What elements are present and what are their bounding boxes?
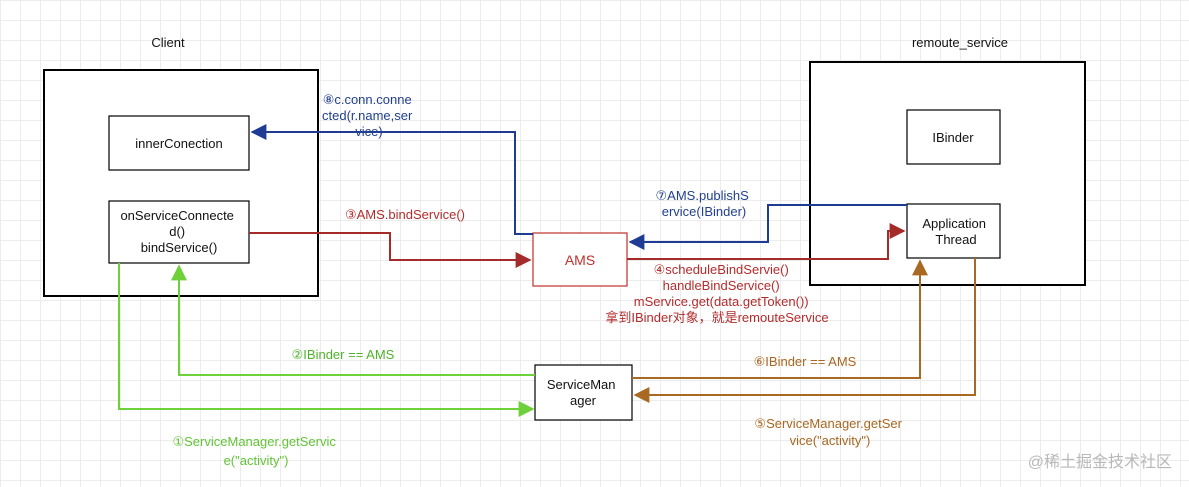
edge-step7-label-line-1: ⑦AMS.publishS <box>656 188 750 203</box>
edge-step7-label: ⑦AMS.publishS ervice(IBinder) <box>656 188 753 219</box>
edge-step4-arrow <box>627 223 906 260</box>
client-title: Client <box>151 35 185 50</box>
remote-service-title: remoute_service <box>912 35 1008 50</box>
ibinder-label: IBinder <box>932 130 974 145</box>
edge-step1-arrow <box>118 263 535 417</box>
ibinder-box <box>906 109 1001 165</box>
edge-step7-arrow <box>628 204 907 250</box>
edge-step8-label-line-1: ⑧c.conn.conne <box>323 92 412 107</box>
edge-step3-arrow <box>249 232 532 268</box>
edge-step8-label: ⑧c.conn.conne cted(r.name,ser vice) <box>322 92 416 139</box>
edge-step6-label: ⑥IBinder == AMS <box>754 354 857 369</box>
edge-step3-label: ③AMS.bindService() <box>345 207 465 222</box>
edge-step8-label-line-2: cted(r.name,ser <box>322 108 413 123</box>
edge-step5-label-line-2: vice("activity") <box>790 433 871 448</box>
on-service-connected-line-3: bindService() <box>141 240 218 255</box>
ams-box <box>532 232 628 287</box>
edge-step4-label-line-4: 拿到IBinder对象，就是remouteService <box>605 310 828 325</box>
service-manager-line-2: ager <box>570 393 597 408</box>
edge-step8-arrow <box>250 124 533 235</box>
edge-step5-label-line-1: ⑤ServiceManager.getSer <box>754 416 902 431</box>
application-thread-box <box>906 203 1001 259</box>
ams-label: AMS <box>565 252 595 268</box>
application-thread-line-1: Application <box>922 216 986 231</box>
inner-conection-box <box>108 115 250 171</box>
edge-step4-label-line-2: handleBindService() <box>663 278 780 293</box>
edge-step4-label-line-1: ④scheduleBindServie() <box>654 262 789 277</box>
edge-step4-label: ④scheduleBindServie() handleBindService(… <box>605 262 828 325</box>
on-service-connected-box <box>108 200 250 264</box>
edge-step1-label: ①ServiceManager.getServic e("activity") <box>172 434 339 468</box>
service-manager-label: ServiceMan ager <box>547 377 619 408</box>
on-service-connected-line-1: onServiceConnecte <box>120 208 233 223</box>
edge-step8-label-line-3: vice) <box>355 124 382 139</box>
edge-step7-label-line-2: ervice(IBinder) <box>662 204 747 219</box>
application-thread-label: Application Thread <box>922 216 989 247</box>
edge-step6-arrow <box>632 259 928 379</box>
edge-step4-label-line-3: mService.get(data.getToken()) <box>634 294 809 309</box>
on-service-connected-label: onServiceConnecte d() bindService() <box>120 208 237 255</box>
edge-step2-label: ②IBinder == AMS <box>292 347 395 362</box>
edge-step5-arrow <box>633 258 976 403</box>
edge-step1-label-line-1: ①ServiceManager.getServic <box>172 434 336 449</box>
inner-conection-label: innerConection <box>135 136 222 151</box>
on-service-connected-line-2: d() <box>169 224 185 239</box>
application-thread-line-2: Thread <box>935 232 976 247</box>
edge-step1-label-line-2: e("activity") <box>224 453 289 468</box>
edge-step2-arrow <box>171 264 535 376</box>
edge-step5-label: ⑤ServiceManager.getSer vice("activity") <box>754 416 905 448</box>
service-manager-line-1: ServiceMan <box>547 377 616 392</box>
service-manager-box <box>534 364 633 421</box>
watermark: @稀土掘金技术社区 <box>1028 453 1172 471</box>
